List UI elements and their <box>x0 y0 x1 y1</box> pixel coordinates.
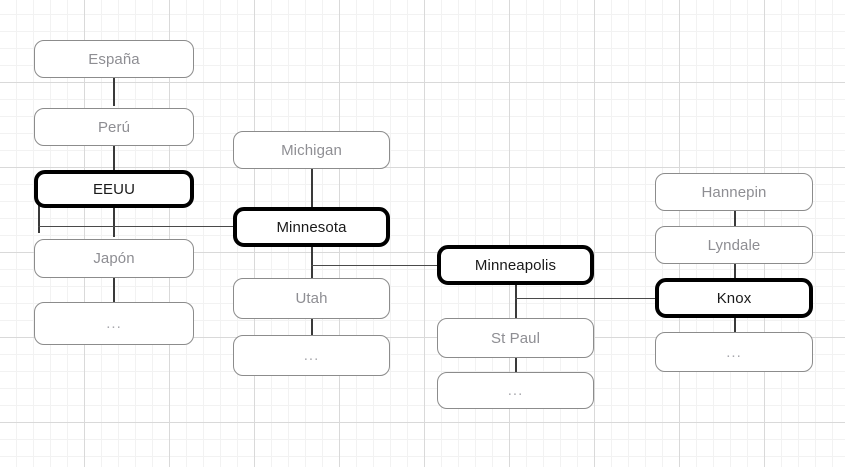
node-lyndale[interactable]: Lyndale <box>655 226 813 264</box>
node-st-paul[interactable]: St Paul <box>437 318 594 358</box>
node-peru[interactable]: Perú <box>34 108 194 146</box>
connector-eeuu-branch-stub <box>38 205 40 233</box>
node-label: ... <box>106 315 122 332</box>
node-states-more[interactable]: ... <box>233 335 390 376</box>
node-streets-more[interactable]: ... <box>655 332 813 372</box>
connector-minnesota-branch-stub <box>311 245 313 267</box>
node-minneapolis[interactable]: Minneapolis <box>437 245 594 285</box>
node-countries-more[interactable]: ... <box>34 302 194 345</box>
connector-michigan-minnesota <box>311 169 313 210</box>
node-label: Minneapolis <box>474 256 557 274</box>
node-label: ... <box>726 343 742 361</box>
node-label: España <box>88 50 140 68</box>
connector-utah-more <box>311 319 313 338</box>
node-label: Perú <box>97 118 131 136</box>
node-label: Minnesota <box>276 218 347 236</box>
node-label: ... <box>303 347 320 364</box>
node-label: Utah <box>295 290 328 307</box>
node-espana[interactable]: España <box>34 40 194 78</box>
connector-eeuu-japon <box>113 205 115 237</box>
node-eeuu[interactable]: EEUU <box>34 170 194 208</box>
connector-peru-eeuu <box>113 146 115 170</box>
connector-knox-more <box>734 318 736 333</box>
connector-japon-more <box>113 278 115 302</box>
node-minnesota[interactable]: Minnesota <box>233 207 390 247</box>
connector-eeuu-to-minnesota <box>38 226 234 227</box>
node-label: St Paul <box>490 329 541 347</box>
node-japon[interactable]: Japón <box>34 239 194 278</box>
connector-stpaul-more <box>515 358 517 373</box>
node-michigan[interactable]: Michigan <box>233 131 390 169</box>
node-label: Knox <box>716 289 752 307</box>
node-label: EEUU <box>92 180 136 198</box>
node-label: Hannepin <box>701 183 767 201</box>
connector-espana-peru <box>113 78 115 106</box>
node-label: Lyndale <box>707 236 761 254</box>
node-label: Michigan <box>281 141 342 159</box>
node-hannepin[interactable]: Hannepin <box>655 173 813 211</box>
connector-minneapolis-branch-stub <box>515 285 517 303</box>
node-knox[interactable]: Knox <box>655 278 813 318</box>
connector-minneapolis-to-knox <box>515 298 657 299</box>
connector-lyndale-knox <box>734 263 736 278</box>
node-cities-more[interactable]: ... <box>437 372 594 409</box>
connector-hannepin-lyndale <box>734 211 736 227</box>
connector-minnesota-to-minneapolis <box>311 265 438 266</box>
node-utah[interactable]: Utah <box>233 278 390 319</box>
node-label: ... <box>507 382 524 399</box>
node-label: Japón <box>93 250 135 267</box>
